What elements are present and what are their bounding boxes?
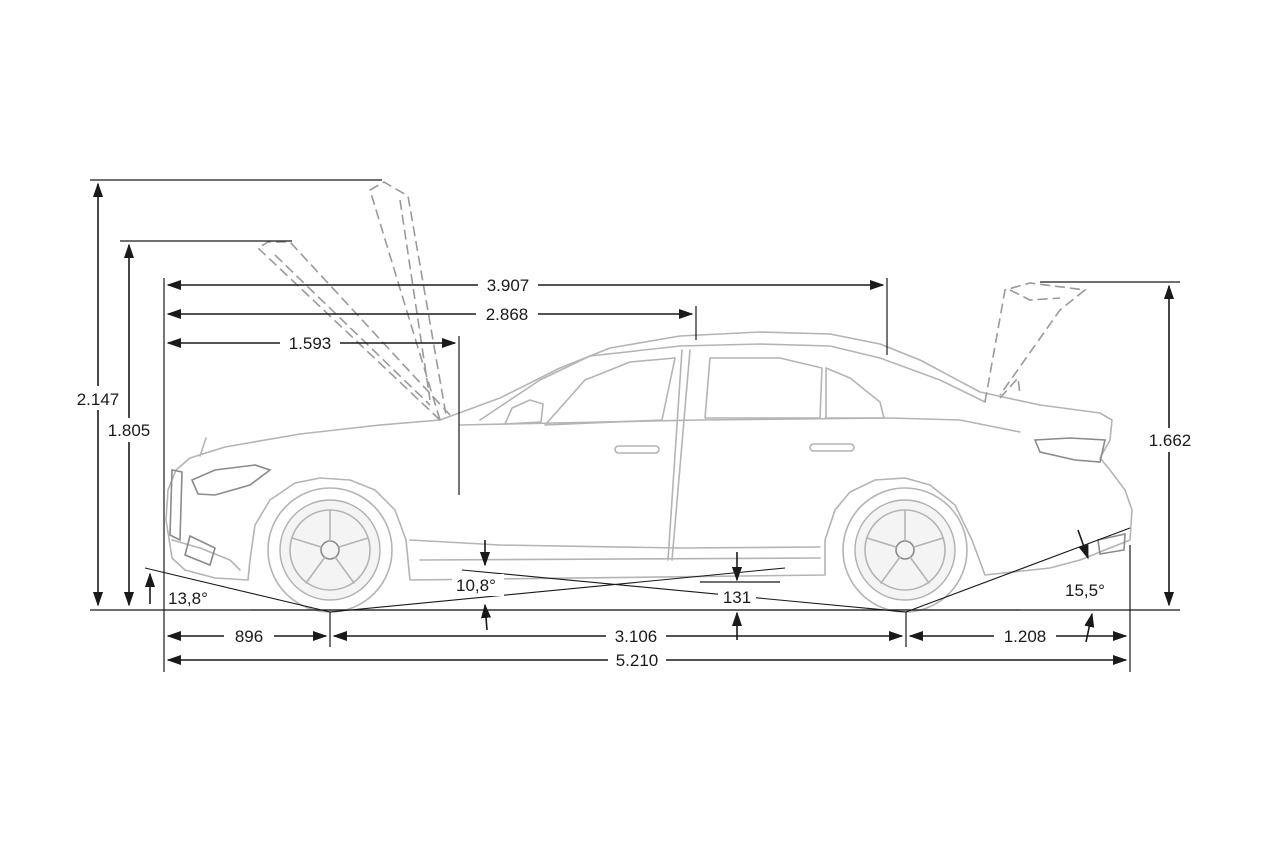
label-rear-to-c-pillar: 3.907 <box>487 276 530 295</box>
label-approach-angle: 13,8° <box>168 589 208 608</box>
label-overall-length: 5.210 <box>616 651 659 670</box>
open-bonnet-outline <box>256 181 451 421</box>
quarter-window <box>825 367 885 419</box>
side-mirror <box>504 399 544 425</box>
label-departure-angle: 15,5° <box>1065 581 1105 600</box>
taillight <box>1033 437 1106 463</box>
exhaust-tip <box>1097 532 1126 555</box>
front-grille <box>169 469 183 542</box>
label-front-to-a-pillar: 1.593 <box>289 334 332 353</box>
sill-line <box>409 539 821 549</box>
car-body-outline <box>165 331 1133 581</box>
label-wheelbase: 3.106 <box>615 627 658 646</box>
breakover-line-front <box>329 567 786 613</box>
departure-arrow-bottom <box>1084 612 1095 643</box>
door-gap-line <box>671 349 691 561</box>
label-bonnet-open-height: 2.147 <box>77 390 120 409</box>
label-height-1805: 1.805 <box>108 421 151 440</box>
bonnet-ornament <box>199 437 207 457</box>
label-breakover-angle: 10,8° <box>456 576 496 595</box>
belt-line <box>459 417 1021 433</box>
rocker-line <box>419 557 821 561</box>
rear-window <box>704 357 823 419</box>
rear-door-handle <box>809 443 855 452</box>
breakover-line-rear <box>461 569 907 613</box>
extension-lines <box>90 179 1180 672</box>
b-pillar-line <box>667 349 683 561</box>
label-rear-overhang: 1.208 <box>1004 627 1047 646</box>
front-door-handle <box>614 445 660 454</box>
departure-arrow-top <box>1077 529 1089 560</box>
open-bootlid-outline <box>984 282 1087 403</box>
label-boot-open-height: 1.662 <box>1149 431 1192 450</box>
label-ground-clearance: 131 <box>723 588 751 607</box>
front-wheel <box>267 487 393 613</box>
car-roofline <box>479 343 986 421</box>
dimension-labels: 2.147 1.805 1.662 3.907 2.868 1.593 896 … <box>70 274 1198 671</box>
breakover-arrow-bottom <box>481 603 492 631</box>
headlight <box>190 464 272 496</box>
front-bumper-line <box>171 539 241 571</box>
rear-wheel <box>842 487 968 613</box>
car-side-view <box>165 181 1133 613</box>
label-rear-to-b-pillar: 2.868 <box>486 305 529 324</box>
angle-lines <box>144 527 1131 643</box>
label-front-overhang: 896 <box>235 627 263 646</box>
approach-angle-line <box>144 567 331 613</box>
departure-angle-line <box>905 527 1131 613</box>
front-air-intake <box>184 534 216 567</box>
